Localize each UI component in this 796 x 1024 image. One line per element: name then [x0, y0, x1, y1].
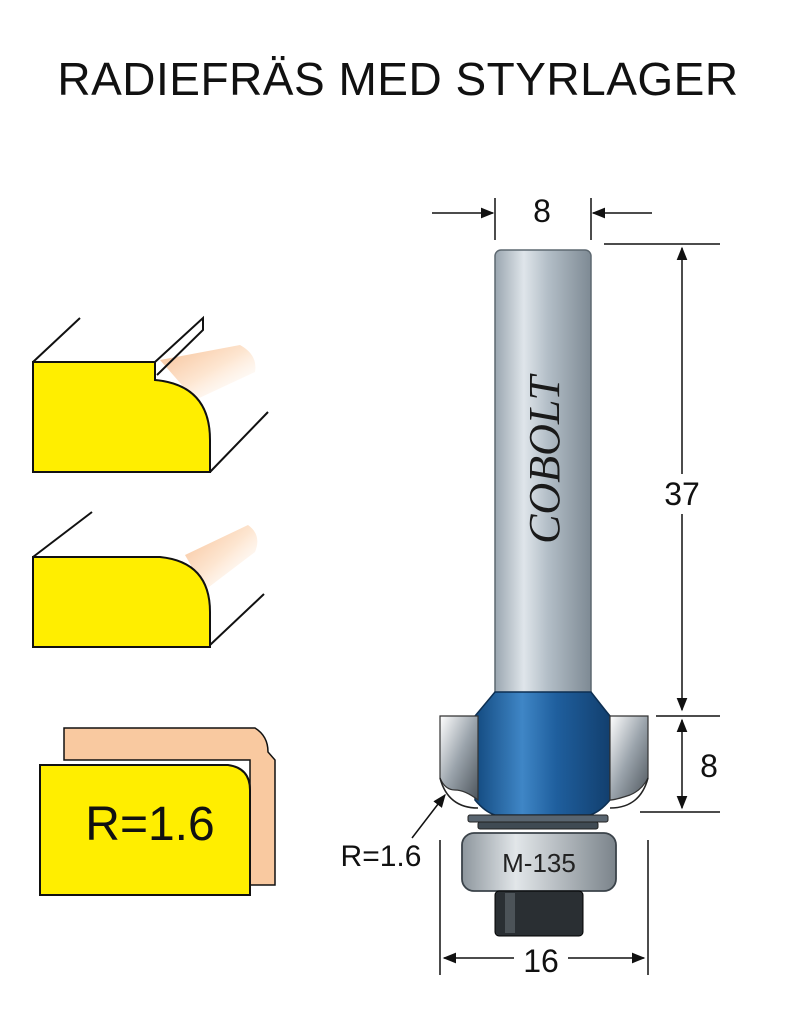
- profile-illustration-middle: [32, 511, 265, 648]
- profile-box-label: R=1.6: [85, 798, 214, 851]
- radius-profile-box: R=1.6: [39, 727, 276, 896]
- workpiece-back-edge: [209, 411, 269, 473]
- cutter-blade-right: [609, 715, 649, 801]
- cutter-height-label: 8: [700, 748, 718, 784]
- cutter-blade-left: [439, 715, 479, 802]
- yellow-block: [39, 764, 251, 896]
- washer: [467, 814, 609, 823]
- radius-notch-right: [609, 777, 649, 809]
- workpiece-top-edge: [32, 315, 204, 376]
- cutter-diameter-label: 16: [523, 943, 559, 979]
- profile-illustration-top: [32, 315, 269, 473]
- workpiece-back-edge: [209, 593, 265, 646]
- page-title: RADIEFRÄS MED STYRLAGER: [57, 53, 739, 105]
- shank-length-label: 37: [664, 476, 700, 512]
- wood-rod: [185, 525, 258, 590]
- workpiece-face: [32, 361, 211, 473]
- dimension-labels: 8 37 8 16 R=1.6: [341, 190, 718, 979]
- wood-rod: [160, 345, 256, 400]
- bearing-screw: [494, 890, 584, 937]
- brand-label: COBOLT: [520, 373, 569, 544]
- shank-diameter-label: 8: [533, 193, 551, 229]
- bearing-label: M-135: [502, 848, 576, 878]
- cutter-body: [474, 691, 611, 816]
- workpiece-top-edge: [32, 511, 93, 558]
- radius-notch-left: [439, 777, 479, 809]
- router-bit: COBOLT M-135: [439, 249, 649, 937]
- radius-callout-label: R=1.6: [341, 840, 422, 873]
- washer: [477, 821, 599, 830]
- workpiece-face: [32, 556, 211, 648]
